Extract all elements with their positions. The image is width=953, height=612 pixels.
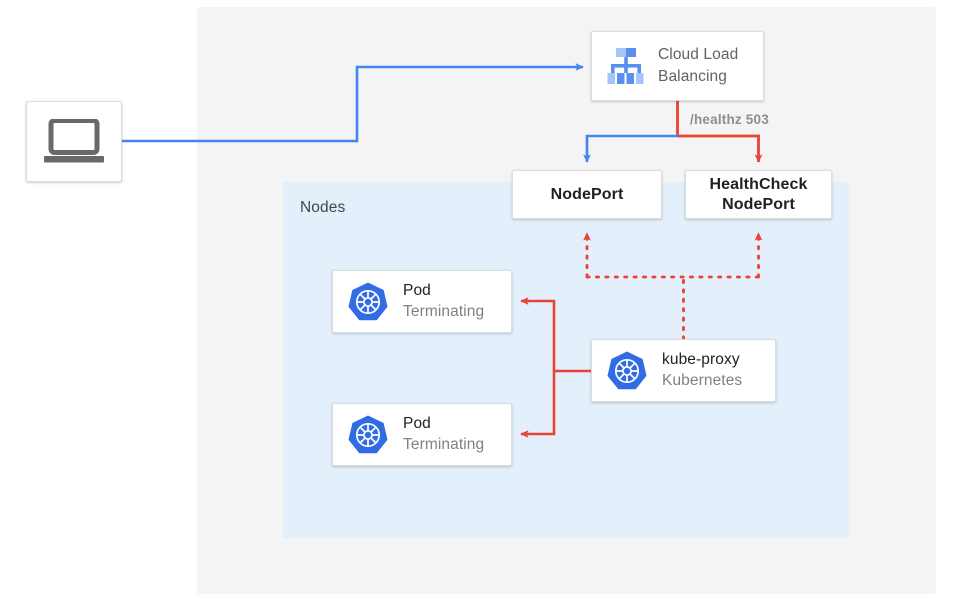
pod-2-status: Terminating <box>403 435 485 453</box>
kubernetes-icon <box>607 351 647 389</box>
pod-2-node[interactable]: Pod Terminating <box>332 403 512 466</box>
pod-1-node[interactable]: Pod Terminating <box>332 270 512 333</box>
nodes-group-label: Nodes <box>300 199 346 216</box>
cloud-load-balancing-node[interactable]: Cloud Load Balancing <box>591 31 764 101</box>
healthz-edge-label: /healthz 503 <box>690 112 769 127</box>
laptop-icon <box>44 118 104 162</box>
kubernetes-icon <box>348 282 388 320</box>
pod-2-title: Pod <box>403 415 431 433</box>
kube-proxy-title: kube-proxy <box>662 351 740 369</box>
nodeport-label: NodePort <box>550 185 624 203</box>
kubernetes-icon <box>348 415 388 453</box>
cloud-load-balancing-label: Cloud Load Balancing <box>658 44 738 88</box>
pod-1-text: Pod Terminating <box>403 281 484 322</box>
healthcheck-nodeport-node[interactable]: HealthCheck NodePort <box>685 170 832 219</box>
nodeport-node[interactable]: NodePort <box>512 170 662 219</box>
kube-proxy-subtitle: Kubernetes <box>662 371 743 389</box>
client-laptop-node[interactable] <box>26 101 122 182</box>
cloud-load-balancing-label-line2: Balancing <box>658 68 727 85</box>
cloud-load-balancing-label-line1: Cloud Load <box>658 46 739 63</box>
healthcheck-nodeport-label-line2: NodePort <box>722 195 795 213</box>
kube-proxy-text: kube-proxy Kubernetes <box>662 350 742 391</box>
pod-2-text: Pod Terminating <box>403 414 484 455</box>
pod-1-status: Terminating <box>403 302 485 320</box>
kube-proxy-node[interactable]: kube-proxy Kubernetes <box>591 339 776 402</box>
cloud-load-balancing-icon <box>607 48 644 84</box>
healthcheck-nodeport-label: HealthCheck NodePort <box>709 175 807 215</box>
healthcheck-nodeport-label-line1: HealthCheck <box>709 175 808 193</box>
pod-1-title: Pod <box>403 282 431 300</box>
